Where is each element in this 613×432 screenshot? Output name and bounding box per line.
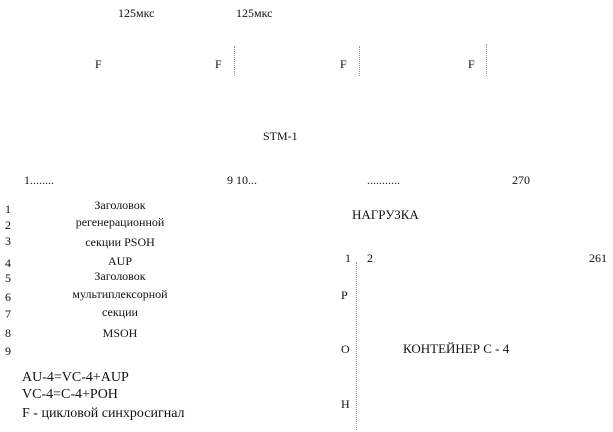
frame-mark-f-4: F [468, 57, 475, 71]
msoh-short-label: MSOH [102, 326, 138, 340]
frame-divider-1 [234, 46, 235, 76]
msoh-line-1: Заголовок [94, 269, 146, 283]
frame-mark-f-2: F [215, 57, 222, 71]
rsoh-line-3: секции РЅОН [85, 235, 155, 249]
row-number-9: 9 [5, 344, 11, 358]
rsoh-line-1: Заголовок [94, 198, 146, 212]
column-label-dots: ........... [367, 173, 400, 187]
poh-letter-p: Р [341, 288, 348, 302]
payload-col-1: 1 [345, 251, 351, 265]
row-number-4: 4 [5, 256, 11, 270]
container-c4-label: КОНТЕЙНЕР С - 4 [403, 341, 510, 356]
legend-line-frame-sync: F - цикловой синхросигнал [22, 406, 185, 421]
row-number-7: 7 [5, 307, 11, 321]
row-number-2: 2 [5, 218, 11, 232]
frame-mark-f-1: F [95, 57, 102, 71]
stm1-title: STM-1 [263, 129, 298, 143]
payload-title: НАГРУЗКА [352, 207, 419, 222]
frame-divider-2 [359, 46, 360, 76]
legend-line-vc4: VC-4=C-4+POH [22, 387, 118, 402]
row-number-3: 3 [5, 234, 11, 248]
msoh-line-2: мультиплексорной [72, 287, 168, 301]
rsoh-line-2: регенерационной [75, 215, 165, 229]
msoh-line-3: секции [102, 305, 138, 319]
frame-divider-3 [486, 44, 487, 76]
poh-divider [356, 262, 357, 430]
period-label-1: 125мкс [118, 6, 155, 20]
row-number-5: 5 [5, 271, 11, 285]
row-number-8: 8 [5, 326, 11, 340]
legend-line-au4: AU-4=VC-4+AUP [22, 370, 129, 385]
row-number-1: 1 [5, 202, 11, 216]
column-label-270: 270 [512, 173, 530, 187]
poh-letter-o: О [341, 342, 350, 356]
payload-col-261: 261 [589, 251, 607, 265]
row-number-6: 6 [5, 290, 11, 304]
period-label-2: 125мкс [236, 6, 273, 20]
aup-label: AUP [107, 254, 133, 268]
column-label-1: 1........ [24, 173, 54, 187]
poh-letter-n: Н [341, 397, 350, 411]
payload-col-2: 2 [367, 251, 373, 265]
column-label-9-10: 9 10... [227, 173, 257, 187]
frame-mark-f-3: F [340, 57, 347, 71]
